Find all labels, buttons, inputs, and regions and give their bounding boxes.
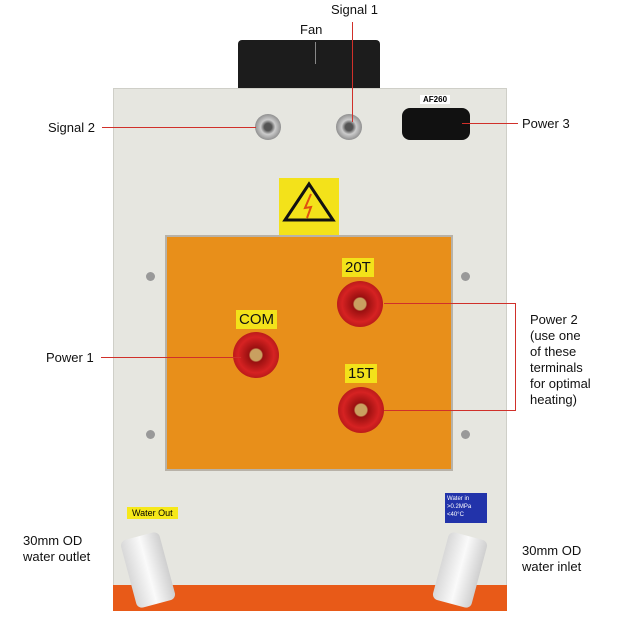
screw xyxy=(146,272,155,281)
signal2-connector xyxy=(255,114,281,140)
label-line: for optimal xyxy=(530,376,591,391)
leader-line xyxy=(384,303,516,304)
label-line: water inlet xyxy=(522,559,582,574)
label-line: terminals xyxy=(530,360,583,375)
leader-line xyxy=(384,410,516,411)
label-line: water outlet xyxy=(23,549,91,564)
label-line: heating) xyxy=(530,392,577,407)
15t-label: 15T xyxy=(345,364,377,383)
signal1-connector xyxy=(336,114,362,140)
screw xyxy=(461,430,470,439)
leader-line xyxy=(101,357,241,358)
water-in-tag: Water in >0.2MPa <40°C xyxy=(445,493,487,523)
20t-label: 20T xyxy=(342,258,374,277)
water-out-tag: Water Out xyxy=(127,507,178,519)
water-outlet-label: 30mm OD water outlet xyxy=(23,533,90,565)
fan-label: Fan xyxy=(300,22,323,37)
power3-label: Power 3 xyxy=(522,116,570,131)
signal2-label: Signal 2 xyxy=(48,120,95,135)
label-line: 30mm OD xyxy=(522,543,582,558)
cooling-fan xyxy=(238,40,380,92)
screw xyxy=(146,430,155,439)
screw xyxy=(461,272,470,281)
com-label: COM xyxy=(236,310,277,329)
signal1-label: Signal 1 xyxy=(331,2,378,17)
tag-line: >0.2MPa xyxy=(447,504,472,510)
label-line: (use one xyxy=(530,328,581,343)
terminal-com xyxy=(233,332,279,378)
label-line: Power 2 xyxy=(530,312,578,327)
leader-line xyxy=(462,123,518,124)
water-inlet-label: 30mm OD water inlet xyxy=(522,543,581,575)
terminal-15t xyxy=(338,387,384,433)
warning-icon xyxy=(279,178,339,235)
power1-label: Power 1 xyxy=(46,350,94,365)
leader-line xyxy=(352,22,353,122)
leader-line xyxy=(315,42,316,64)
label-line: 30mm OD xyxy=(23,533,83,548)
leader-bracket xyxy=(515,303,516,411)
power-socket xyxy=(402,108,470,140)
socket-tag: AF260 xyxy=(420,95,451,104)
power2-label: Power 2 (use one of these terminals for … xyxy=(530,312,591,408)
terminal-plate xyxy=(165,235,453,471)
label-line: of these xyxy=(530,344,577,359)
tag-line: Water in xyxy=(447,496,470,502)
tag-line: <40°C xyxy=(447,512,464,518)
leader-line xyxy=(102,127,256,128)
terminal-20t xyxy=(337,281,383,327)
